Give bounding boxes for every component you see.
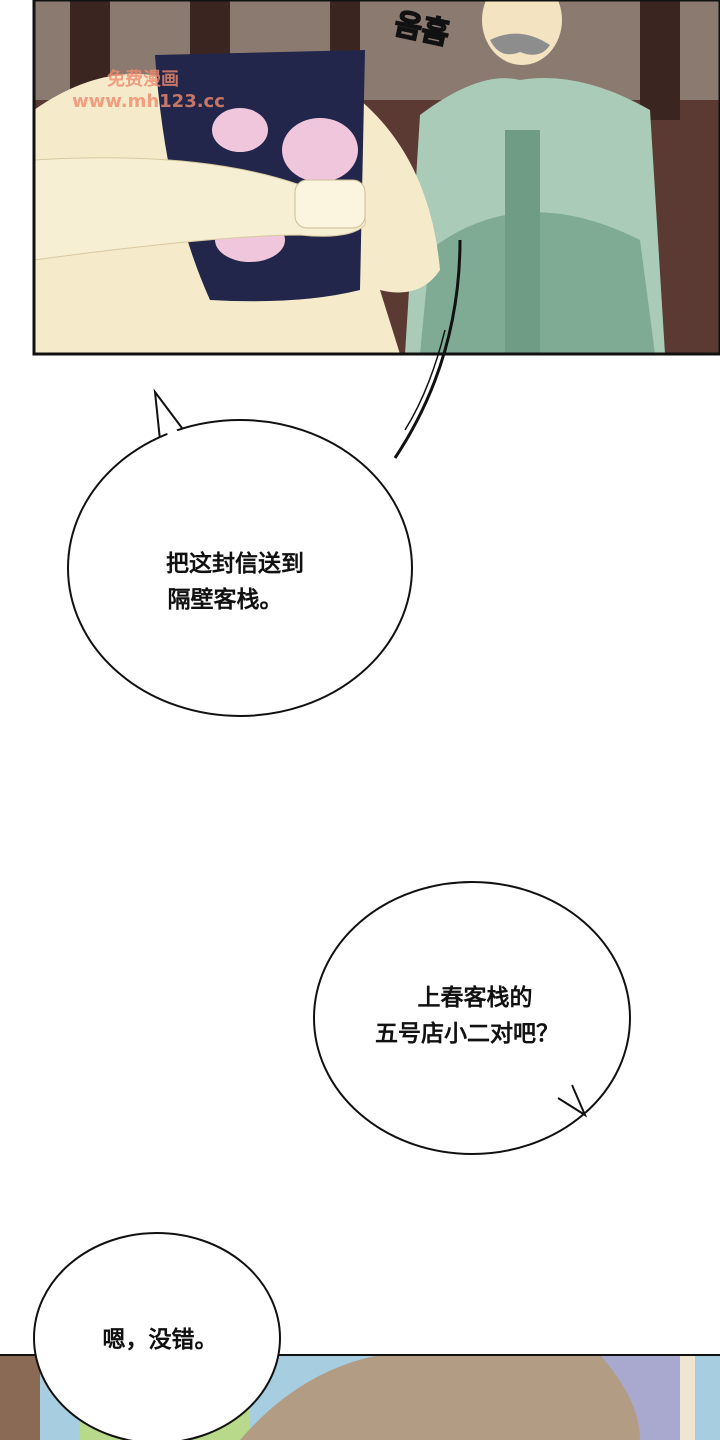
panel-1-illustration [32,0,720,459]
watermark-line-1: 免费漫画 [107,69,179,90]
bubble-1-line-1: 把这封信送到 [166,551,304,577]
speech-bubble-1 [67,388,413,717]
bubble-2-line-1: 上春客栈的 [417,985,533,1011]
speech-bubble-3 [33,1232,281,1440]
bubble-3-line-1: 嗯，没错。 [102,1327,218,1353]
bubble-1-line-2: 隔壁客栈。 [167,587,283,613]
watermark-line-2: www.mh123.cc [72,91,225,112]
speech-bubble-2 [313,881,631,1155]
man-in-green-robe [405,0,665,354]
hand-holding-cup [33,50,440,354]
bubble-2-line-2: 五号店小二对吧？ [375,1021,559,1047]
